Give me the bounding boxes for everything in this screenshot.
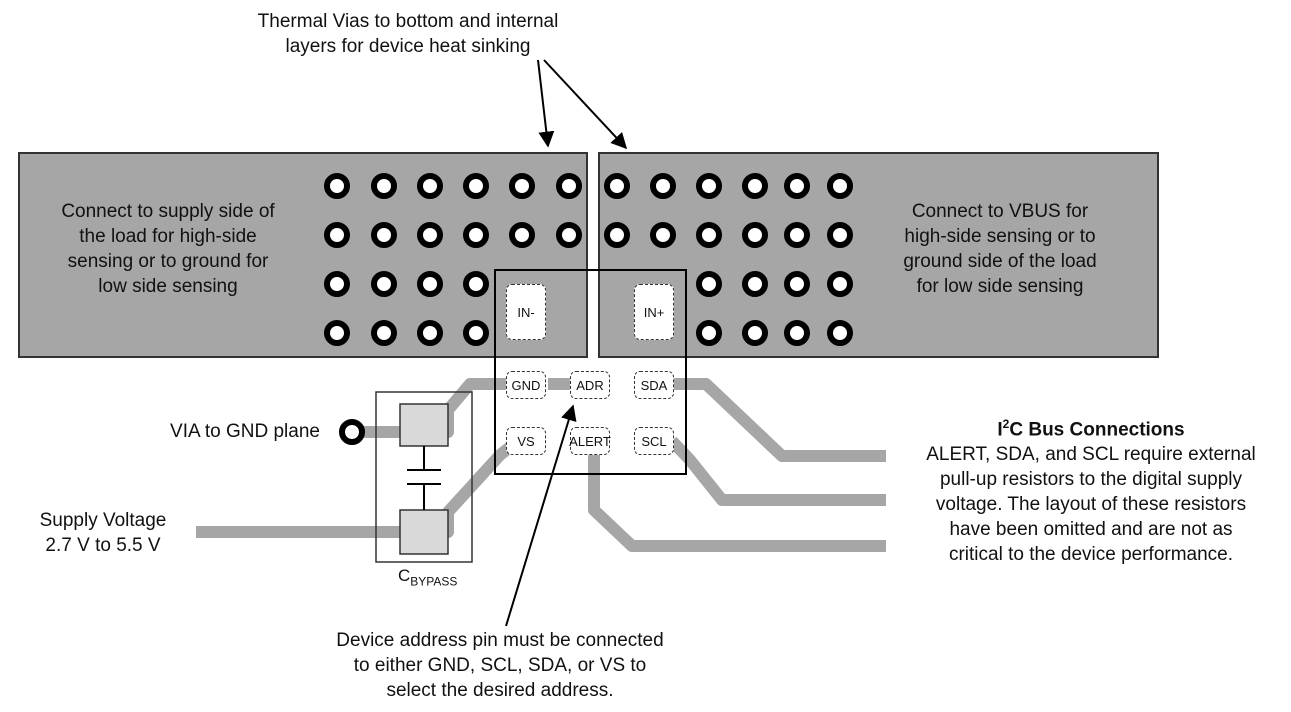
thermal-via	[827, 320, 853, 346]
pin-alert: ALERT	[569, 427, 611, 455]
vs-trace	[196, 442, 514, 538]
left-copper-pad	[18, 152, 588, 358]
right-copper-pad	[598, 152, 1159, 358]
via-gnd-label: VIA to GND plane	[170, 421, 320, 442]
thermal-via	[696, 222, 722, 248]
scl-trace	[667, 436, 886, 506]
thermal-via	[417, 271, 443, 297]
thermal-via	[509, 222, 535, 248]
pin-in-plus: IN+	[634, 284, 674, 340]
thermal-via	[604, 222, 630, 248]
thermal-via	[742, 320, 768, 346]
thermal-via	[324, 173, 350, 199]
thermal-via	[696, 271, 722, 297]
address-arrow	[505, 404, 577, 627]
bypass-cap-bottom-pad	[399, 509, 449, 555]
thermal-via	[650, 222, 676, 248]
thermal-via	[784, 271, 810, 297]
pin-vs: VS	[506, 427, 546, 455]
thermal-via	[742, 271, 768, 297]
pin-in-minus: IN-	[506, 284, 546, 340]
thermal-via	[784, 173, 810, 199]
bypass-cap-outline	[375, 391, 473, 563]
thermal-via	[827, 222, 853, 248]
thermal-arrow-left	[537, 59, 555, 148]
thermal-via	[742, 173, 768, 199]
thermal-via	[371, 173, 397, 199]
thermal-via	[417, 222, 443, 248]
thermal-via	[417, 173, 443, 199]
thermal-via	[509, 173, 535, 199]
thermal-via	[556, 222, 582, 248]
thermal-via	[463, 320, 489, 346]
thermal-via	[324, 222, 350, 248]
thermal-via	[324, 320, 350, 346]
thermal-via	[742, 222, 768, 248]
bypass-cap-label: CBYPASS	[398, 566, 458, 589]
device-package-outline	[494, 269, 687, 475]
gnd-via	[339, 419, 365, 445]
thermal-via	[324, 271, 350, 297]
sda-trace	[672, 378, 886, 462]
thermal-arrow-right	[543, 59, 628, 150]
thermal-via	[463, 173, 489, 199]
thermal-via	[463, 222, 489, 248]
thermal-via	[827, 173, 853, 199]
pin-scl: SCL	[634, 427, 674, 455]
pin-sda: SDA	[634, 371, 674, 399]
thermal-via	[827, 271, 853, 297]
thermal-via	[784, 222, 810, 248]
thermal-via	[371, 222, 397, 248]
thermal-via	[371, 320, 397, 346]
thermal-via	[463, 271, 489, 297]
bypass-capacitor	[375, 391, 473, 563]
thermal-via	[650, 173, 676, 199]
bypass-cap-top-pad	[399, 403, 449, 447]
thermal-via	[784, 320, 810, 346]
i2c-note: I2C Bus Connections ALERT, SDA, and SCL …	[896, 412, 1286, 567]
i2c-title: I2C Bus Connections	[997, 417, 1185, 441]
thermal-via	[417, 320, 443, 346]
thermal-via	[371, 271, 397, 297]
pin-gnd: GND	[506, 371, 546, 399]
alert-trace	[588, 455, 886, 552]
thermal-via	[604, 173, 630, 199]
thermal-via	[696, 320, 722, 346]
thermal-vias	[324, 173, 853, 346]
traces	[196, 378, 886, 552]
pin-adr: ADR	[570, 371, 610, 399]
thermal-via	[556, 173, 582, 199]
thermal-via	[696, 173, 722, 199]
